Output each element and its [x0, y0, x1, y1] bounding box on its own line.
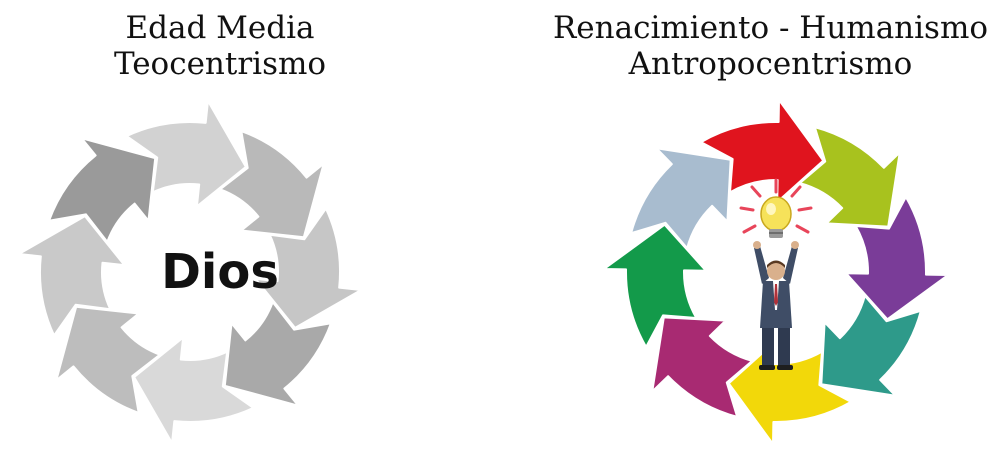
left-cycle-diagram: Dios — [0, 88, 440, 449]
panel-renacimiento: Renacimiento - Humanismo Antropocentrism… — [540, 0, 1001, 449]
left-cycle-arrow-1 — [49, 138, 155, 242]
left-cycle-arrow-5 — [225, 302, 331, 406]
right-title-line2: Antropocentrismo — [540, 46, 1001, 82]
center-illustration — [741, 180, 811, 370]
lightbulb-icon — [741, 180, 811, 238]
right-cycle-diagram — [540, 88, 1001, 449]
right-cycle-arrow-2 — [800, 127, 900, 227]
right-cycle-arrow-8 — [631, 148, 731, 248]
right-cycle-arrow-4 — [821, 296, 921, 396]
left-title-line2: Teocentrismo — [0, 46, 440, 82]
center-label-dios: Dios — [0, 247, 440, 297]
right-title-line1: Renacimiento - Humanismo — [540, 10, 1001, 46]
left-cycle-arrow-7 — [56, 307, 160, 413]
left-cycle-arrow-3 — [220, 131, 324, 237]
right-cycle-svg — [540, 88, 1001, 449]
left-title-line1: Edad Media — [0, 10, 440, 46]
businessman-icon — [753, 241, 799, 370]
right-cycle-arrow-6 — [652, 317, 752, 417]
panel-edad-media: Edad Media Teocentrismo Dios — [0, 0, 440, 449]
